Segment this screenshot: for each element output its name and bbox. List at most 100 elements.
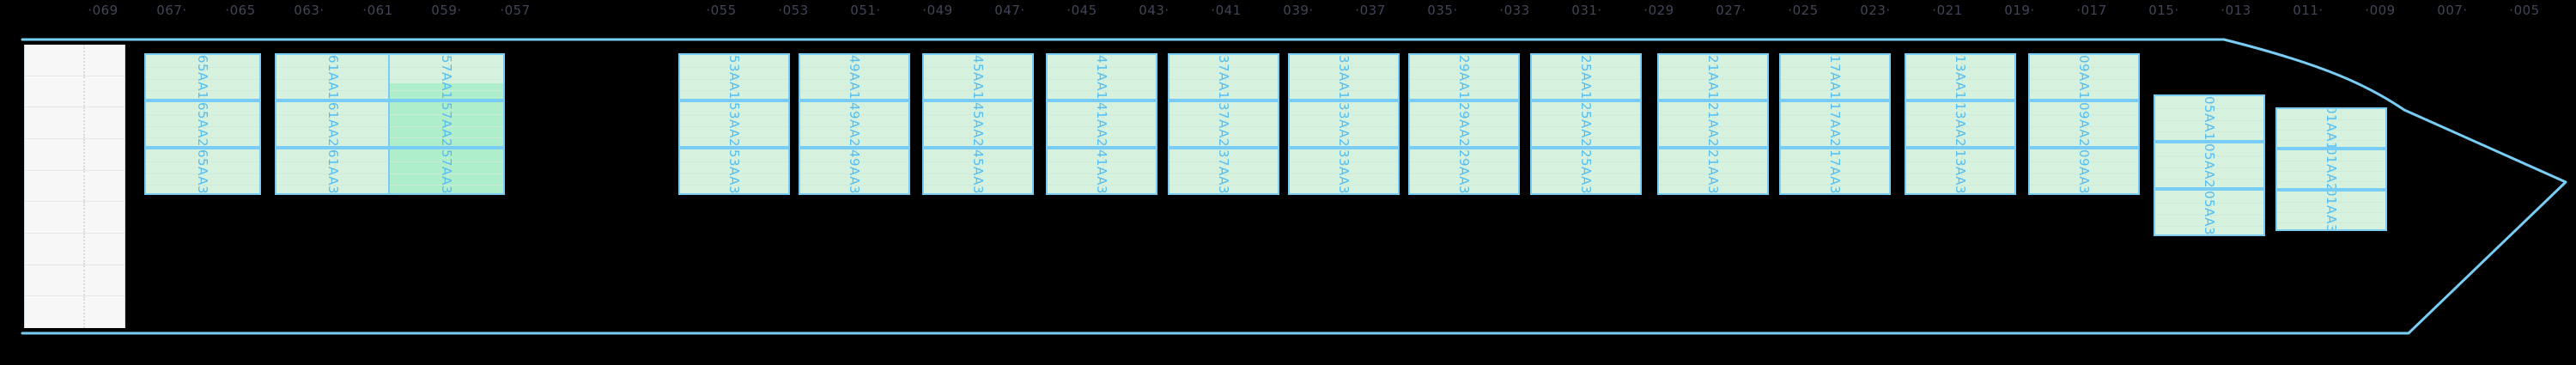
bay-tick-029[interactable]: ·029: [1643, 3, 1674, 18]
bay-tick-021[interactable]: ·021: [1932, 3, 1963, 18]
container-slot-21AA3[interactable]: 21AA3: [1657, 148, 1769, 195]
bay-tick-041[interactable]: ·041: [1211, 3, 1242, 18]
stern-grid-row[interactable]: [25, 45, 125, 76]
bay-tick-057[interactable]: ·057: [500, 3, 531, 18]
container-slot-29AA1[interactable]: 29AA1: [1408, 53, 1520, 100]
container-slot-65AA2[interactable]: 65AA2: [144, 100, 261, 148]
bay-tick-049[interactable]: ·049: [922, 3, 953, 18]
container-slot-53AA2[interactable]: 53AA2: [678, 100, 790, 148]
slot-gridline: [680, 185, 788, 186]
bay-tick-053[interactable]: ·053: [778, 3, 809, 18]
container-slot-33AA1[interactable]: 33AA1: [1288, 53, 1400, 100]
container-slot-49AA2[interactable]: 49AA2: [799, 100, 910, 148]
stern-grid-row[interactable]: [25, 202, 125, 234]
container-slot-13AA1[interactable]: 13AA1: [1905, 53, 2016, 100]
container-slot-17AA2[interactable]: 17AA2: [1779, 100, 1891, 148]
container-slot-29AA3[interactable]: 29AA3: [1408, 148, 1520, 195]
stern-grid-row[interactable]: [25, 138, 125, 171]
bay-tick-063[interactable]: 063·: [294, 3, 325, 18]
container-slot-01AA1[interactable]: 01AA1: [2275, 107, 2387, 149]
stern-engine-room-panel[interactable]: [24, 45, 125, 328]
bay-tick-051[interactable]: 051·: [850, 3, 881, 18]
stern-grid-row[interactable]: [25, 296, 125, 328]
container-slot-13AA3[interactable]: 13AA3: [1905, 148, 2016, 195]
bay-tick-027[interactable]: 027·: [1716, 3, 1747, 18]
container-slot-65AA1[interactable]: 65AA1: [144, 53, 261, 100]
stern-grid-row[interactable]: [25, 265, 125, 297]
slot-gridline: [1532, 66, 1640, 68]
bay-tick-019[interactable]: 019·: [2004, 3, 2035, 18]
bay-tick-037[interactable]: ·037: [1355, 3, 1386, 18]
container-slot-01AA3[interactable]: 01AA3: [2275, 190, 2387, 231]
container-slot-37AA1[interactable]: 37AA1: [1168, 53, 1279, 100]
bay-tick-011[interactable]: 011·: [2293, 3, 2324, 18]
container-slot-53AA3[interactable]: 53AA3: [678, 148, 790, 195]
container-slot-41AA1[interactable]: 41AA1: [1046, 53, 1157, 100]
bay-tick-055[interactable]: ·055: [706, 3, 737, 18]
bay-tick-045[interactable]: ·045: [1066, 3, 1097, 18]
container-slot-37AA3[interactable]: 37AA3: [1168, 148, 1279, 195]
bay-tick-013[interactable]: ·013: [2221, 3, 2251, 18]
container-slot-57AA3[interactable]: 57AA3: [388, 148, 505, 195]
container-slot-05AA2[interactable]: 05AA2: [2154, 142, 2265, 189]
bay-tick-017[interactable]: ·017: [2076, 3, 2107, 18]
container-slot-33AA2[interactable]: 33AA2: [1288, 100, 1400, 148]
container-slot-05AA1[interactable]: 05AA1: [2154, 94, 2265, 142]
bay-tick-035[interactable]: 035·: [1427, 3, 1458, 18]
container-slot-41AA2[interactable]: 41AA2: [1046, 100, 1157, 148]
slot-gridline: [924, 125, 1032, 127]
container-slot-09AA3[interactable]: 09AA3: [2028, 148, 2140, 195]
bay-tick-047[interactable]: 047·: [994, 3, 1025, 18]
container-slot-05AA3[interactable]: 05AA3: [2154, 189, 2265, 236]
container-slot-17AA1[interactable]: 17AA1: [1779, 53, 1891, 100]
container-slot-65AA3[interactable]: 65AA3: [144, 148, 261, 195]
stern-grid-row[interactable]: [25, 76, 125, 108]
container-slot-61AA1[interactable]: 61AA1: [275, 53, 392, 100]
bay-tick-007[interactable]: 007·: [2437, 3, 2468, 18]
container-slot-21AA1[interactable]: 21AA1: [1657, 53, 1769, 100]
bay-tick-005[interactable]: ·005: [2509, 3, 2540, 18]
bay-tick-043[interactable]: 043·: [1139, 3, 1170, 18]
container-slot-33AA3[interactable]: 33AA3: [1288, 148, 1400, 195]
container-slot-09AA1[interactable]: 09AA1: [2028, 53, 2140, 100]
container-slot-45AA2[interactable]: 45AA2: [922, 100, 1034, 148]
bay-tick-015[interactable]: 015·: [2148, 3, 2179, 18]
bay-tick-069[interactable]: ·069: [88, 3, 118, 18]
bay-tick-031[interactable]: 031·: [1571, 3, 1602, 18]
bay-tick-025[interactable]: ·025: [1788, 3, 1819, 18]
container-slot-21AA2[interactable]: 21AA2: [1657, 100, 1769, 148]
bay-tick-023[interactable]: 023·: [1860, 3, 1891, 18]
bay-tick-033[interactable]: ·033: [1499, 3, 1530, 18]
container-slot-09AA2[interactable]: 09AA2: [2028, 100, 2140, 148]
container-slot-25AA2[interactable]: 25AA2: [1530, 100, 1642, 148]
slot-gridline: [1048, 137, 1156, 139]
stern-grid-row[interactable]: [25, 107, 125, 139]
container-slot-17AA3[interactable]: 17AA3: [1779, 148, 1891, 195]
container-slot-57AA2[interactable]: 57AA2: [388, 100, 505, 148]
bay-tick-059[interactable]: 059·: [431, 3, 462, 18]
container-slot-45AA3[interactable]: 45AA3: [922, 148, 1034, 195]
container-slot-49AA3[interactable]: 49AA3: [799, 148, 910, 195]
stern-grid-row[interactable]: [25, 233, 125, 265]
container-slot-13AA2[interactable]: 13AA2: [1905, 100, 2016, 148]
container-slot-37AA2[interactable]: 37AA2: [1168, 100, 1279, 148]
container-slot-61AA3[interactable]: 61AA3: [275, 148, 392, 195]
container-slot-49AA1[interactable]: 49AA1: [799, 53, 910, 100]
container-slot-45AA1[interactable]: 45AA1: [922, 53, 1034, 100]
container-slot-53AA1[interactable]: 53AA1: [678, 53, 790, 100]
container-slot-29AA2[interactable]: 29AA2: [1408, 100, 1520, 148]
bay-tick-065[interactable]: ·065: [225, 3, 256, 18]
bay-tick-061[interactable]: ·061: [362, 3, 393, 18]
container-slot-25AA1[interactable]: 25AA1: [1530, 53, 1642, 100]
stern-grid-row[interactable]: [25, 170, 125, 203]
container-slot-57AA1[interactable]: 57AA1: [388, 53, 505, 100]
container-slot-61AA2[interactable]: 61AA2: [275, 100, 392, 148]
bay-tick-009[interactable]: ·009: [2365, 3, 2396, 18]
bay-tick-039[interactable]: 039·: [1283, 3, 1314, 18]
container-slot-25AA3[interactable]: 25AA3: [1530, 148, 1642, 195]
container-slot-41AA3[interactable]: 41AA3: [1046, 148, 1157, 195]
container-slot-01AA2[interactable]: 01AA2: [2275, 149, 2387, 190]
bay-tick-067[interactable]: 067·: [156, 3, 187, 18]
